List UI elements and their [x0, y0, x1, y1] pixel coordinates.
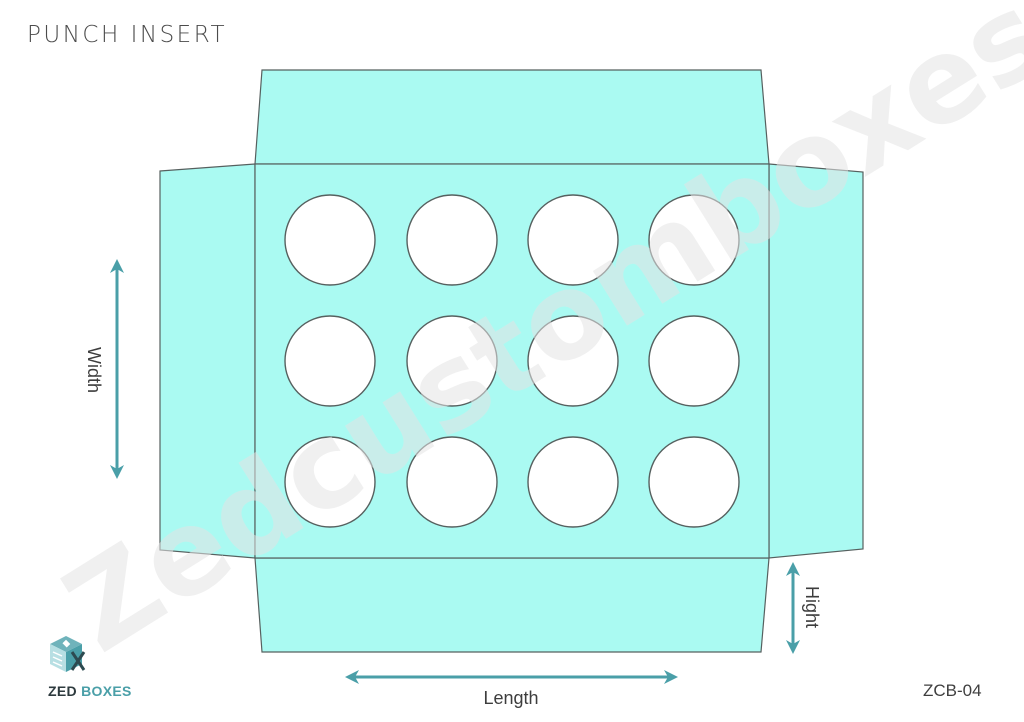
product-code: ZCB-04 — [923, 681, 982, 700]
brand-word-boxes: BOXES — [81, 683, 132, 699]
punch-hole — [284, 436, 376, 528]
brand-word-zed: ZED — [48, 683, 77, 699]
length-label: Length — [483, 688, 538, 708]
width-arrow — [110, 259, 124, 479]
punch-hole — [527, 194, 619, 286]
punch-hole — [527, 436, 619, 528]
page-title: PUNCH INSERT — [27, 22, 228, 48]
length-arrow — [345, 670, 678, 684]
box-logo-icon — [50, 636, 86, 672]
brand-name: ZED BOXES — [48, 683, 132, 699]
punch-hole — [648, 436, 740, 528]
width-label: Width — [84, 347, 104, 393]
top-flap — [254, 69, 770, 165]
punch-hole — [406, 194, 498, 286]
punch-hole — [648, 315, 740, 407]
bottom-flap — [254, 557, 770, 653]
punch-hole — [406, 436, 498, 528]
punch-hole — [527, 315, 619, 407]
punch-hole — [284, 194, 376, 286]
height-arrow — [786, 562, 800, 654]
punch-holes — [284, 194, 740, 528]
punch-hole — [284, 315, 376, 407]
punch-hole — [648, 194, 740, 286]
punch-hole — [406, 315, 498, 407]
height-label: Hight — [802, 586, 822, 628]
